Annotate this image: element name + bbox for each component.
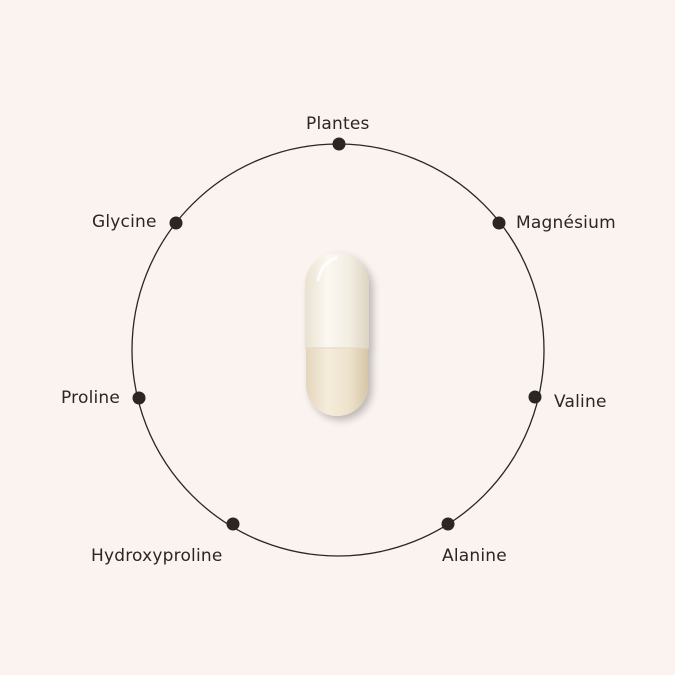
label-hydroxyproline: Hydroxyproline	[91, 546, 223, 566]
dot-proline	[132, 391, 146, 405]
ingredient-dots	[132, 137, 542, 531]
label-glycine: Glycine	[92, 212, 157, 232]
dot-magnesium	[492, 216, 506, 230]
capsule-icon	[305, 253, 369, 416]
dot-alanine	[441, 517, 455, 531]
label-valine: Valine	[554, 392, 607, 412]
label-proline: Proline	[61, 388, 121, 408]
dot-hydroxyproline	[226, 517, 240, 531]
label-magnesium: Magnésium	[516, 213, 616, 233]
dot-valine	[528, 390, 542, 404]
label-plantes: Plantes	[306, 114, 370, 134]
dot-plantes	[332, 137, 346, 151]
dot-glycine	[169, 216, 183, 230]
label-alanine: Alanine	[442, 546, 507, 566]
